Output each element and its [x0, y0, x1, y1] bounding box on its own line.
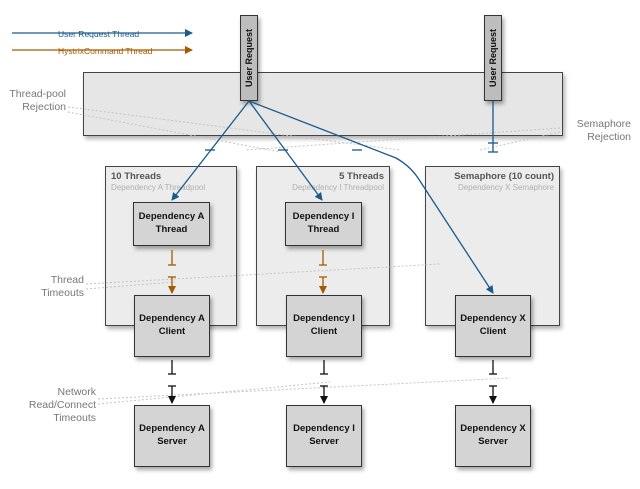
network-timeouts-line1: Network [57, 386, 96, 398]
dependency-a-server-line1: Dependency A [139, 423, 205, 435]
threadpool-rejection-label: Thread-pool Rejection [2, 88, 66, 114]
dependency-a-client-line1: Dependency A [139, 313, 205, 325]
thread-timeouts-label: Thread Timeouts [10, 274, 84, 300]
pool-x-subtitle: Dependency X Semaphore [457, 183, 554, 192]
dependency-i-client-line1: Dependency I [293, 313, 355, 325]
dependency-i-server-line2: Server [309, 436, 339, 447]
dependency-a-thread-line2: Thread [155, 224, 188, 235]
dependency-x-client-line1: Dependency X [460, 313, 526, 325]
dependency-x-server-line1: Dependency X [460, 423, 526, 435]
semaphore-rejection-line2: Rejection [587, 131, 631, 144]
dependency-i-client-line2: Client [310, 326, 338, 337]
threadpool-rejection-line1: Thread-pool [9, 88, 66, 100]
user-request-right: User Request [484, 15, 502, 101]
network-timeouts-line3: Timeouts [53, 412, 96, 425]
dependency-i-thread-line1: Dependency I [292, 211, 355, 223]
pool-a-title: 10 Threads [111, 171, 162, 182]
dependency-a-server-line2: Server [157, 436, 187, 447]
request-band [83, 72, 563, 136]
user-request-left: User Request [240, 15, 258, 101]
semaphore-rejection-label: Semaphore Rejection [563, 118, 631, 144]
thread-timeouts-line1: Thread [50, 274, 84, 286]
dependency-a-client-line2: Client [158, 326, 186, 337]
pool-i-title: 5 Threads [339, 171, 384, 182]
dependency-a-thread-line1: Dependency A [138, 211, 205, 223]
network-timeouts-label: Network Read/Connect Timeouts [2, 386, 96, 425]
legend-hystrix-thread-label: HystrixCommand Thread [58, 46, 153, 56]
dependency-i-thread-line2: Thread [307, 224, 340, 235]
semaphore-rejection-line1: Semaphore [576, 118, 631, 130]
pool-a-subtitle: Dependency A Threadpool [111, 183, 206, 192]
legend-user-thread-label: User Request Thread [58, 29, 140, 39]
dependency-x-server-line2: Server [478, 436, 508, 447]
dependency-i-server-line1: Dependency I [293, 423, 355, 435]
pool-i-subtitle: Dependency I Threadpool [292, 183, 384, 192]
thread-timeouts-line2: Timeouts [41, 287, 84, 300]
network-timeouts-line2: Read/Connect [28, 399, 96, 412]
threadpool-rejection-line2: Rejection [22, 101, 66, 114]
pool-x-title: Semaphore (10 count) [454, 171, 554, 182]
dependency-x-client-line2: Client [479, 326, 507, 337]
